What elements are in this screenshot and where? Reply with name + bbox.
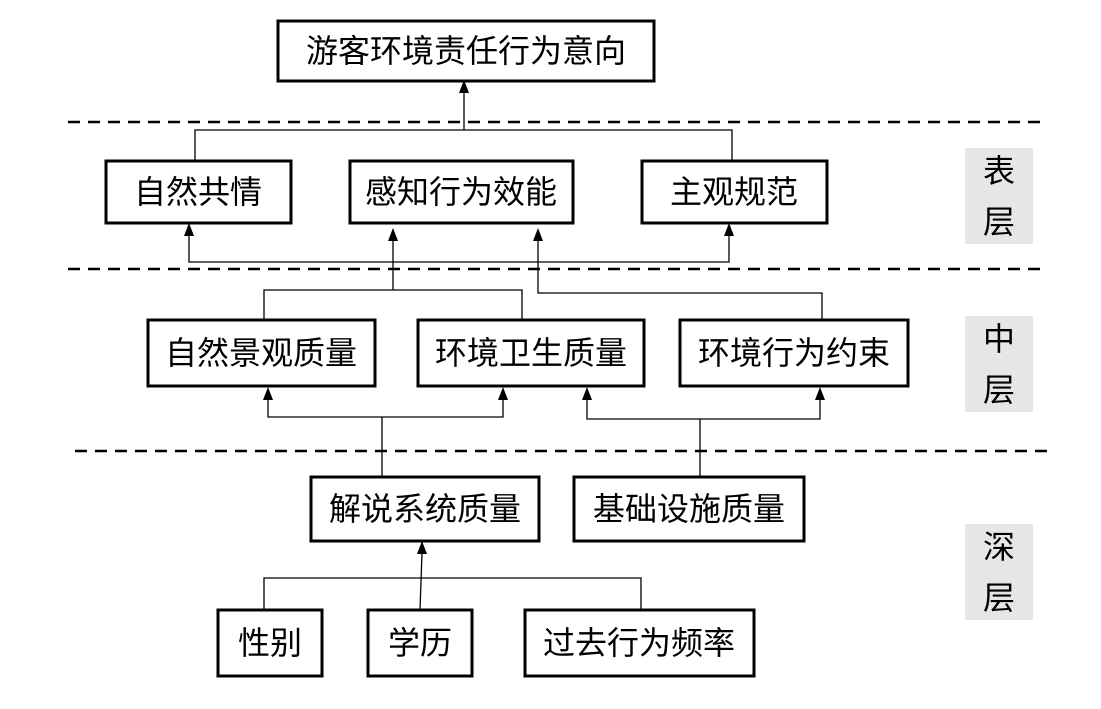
connector-interpretation-bracket	[267, 400, 504, 418]
node-interpretation-quality: 解说系统质量	[309, 475, 541, 543]
node-subjective-norm: 主观规范	[640, 159, 829, 225]
arrowhead-sanitation-right	[582, 387, 592, 400]
arrowhead-constraint	[815, 387, 825, 400]
node-gender-label: 性别	[238, 624, 302, 662]
node-landscape-quality: 自然景观质量	[146, 318, 377, 388]
node-self-efficacy-label: 感知行为效能	[365, 173, 557, 211]
layer-label-middle-char1: 中	[983, 320, 1015, 358]
connectors	[184, 80, 825, 611]
layer-label-deep-char1: 深	[983, 528, 1015, 566]
node-landscape-quality-label: 自然景观质量	[165, 334, 357, 372]
node-education-label: 学历	[388, 624, 452, 662]
node-infrastructure-quality-label: 基础设施质量	[593, 490, 785, 528]
node-behavior-constraint-label: 环境行为约束	[698, 334, 890, 372]
node-sanitation-quality: 环境卫生质量	[416, 318, 646, 388]
layer-label-deep: 深 层	[965, 524, 1033, 620]
connector-landscape-sanitation-fork	[263, 289, 523, 320]
node-self-efficacy: 感知行为效能	[348, 159, 575, 225]
connector-empathy-norm-bracket	[188, 235, 730, 263]
layer-label-surface: 表 层	[965, 148, 1033, 244]
arrowhead-nature-empathy	[184, 223, 194, 236]
arrowhead-interpretation	[417, 541, 427, 554]
node-infrastructure-quality: 基础设施质量	[572, 475, 806, 543]
connector-infrastructure-bracket	[586, 400, 821, 420]
node-interpretation-quality-label: 解说系统质量	[329, 490, 521, 528]
node-intention: 游客环境责任行为意向	[276, 19, 656, 83]
connector-demographics-bracket	[263, 577, 642, 610]
node-past-frequency-label: 过去行为频率	[543, 624, 735, 662]
node-intention-label: 游客环境责任行为意向	[306, 32, 626, 70]
arrowhead-landscape	[263, 387, 273, 400]
node-nature-empathy-label: 自然共情	[134, 173, 262, 211]
connector-demographics-stem	[419, 552, 423, 611]
layer-label-surface-char2: 层	[983, 203, 1015, 241]
layer-label-deep-char2: 层	[983, 579, 1015, 617]
layer-label-middle: 中 层	[965, 316, 1033, 412]
node-gender: 性别	[216, 608, 324, 678]
connector-constraint-to-efficacy	[537, 240, 823, 320]
arrowhead-efficacy-right	[533, 228, 543, 241]
node-sanitation-quality-label: 环境卫生质量	[435, 334, 627, 372]
arrowhead-subjective-norm	[724, 223, 734, 236]
node-behavior-constraint: 环境行为约束	[678, 318, 910, 388]
node-past-frequency: 过去行为频率	[523, 608, 756, 678]
arrowhead-sanitation	[498, 387, 508, 400]
arrowhead-intention	[459, 80, 469, 93]
arrowhead-efficacy-left	[388, 228, 398, 241]
node-subjective-norm-label: 主观规范	[670, 173, 798, 211]
node-education: 学历	[366, 608, 474, 678]
node-nature-empathy: 自然共情	[104, 159, 293, 225]
layer-label-surface-char1: 表	[983, 152, 1015, 190]
layer-label-middle-char2: 层	[983, 371, 1015, 409]
